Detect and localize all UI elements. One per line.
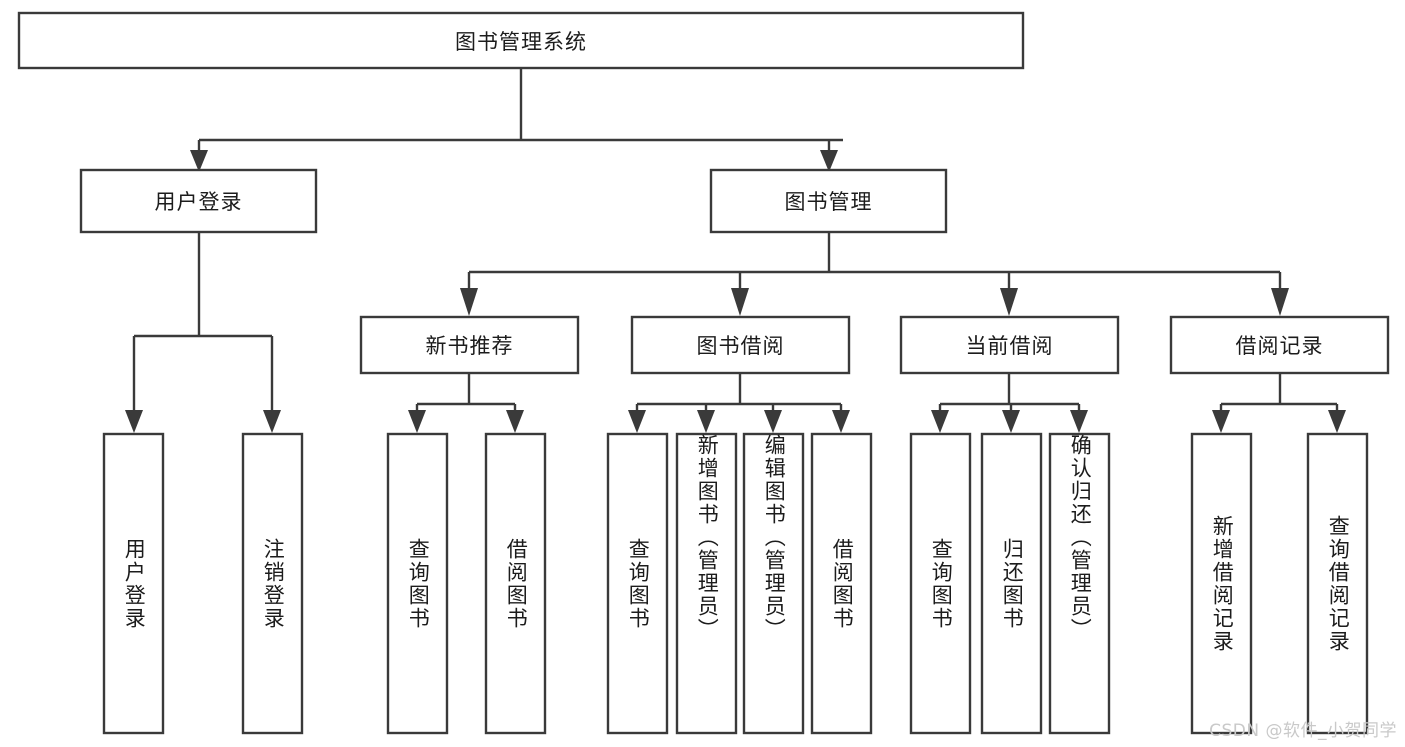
arrow-to-leaf-user-login [125,410,143,433]
connector-borrowrecord-to-bus [1219,373,1339,418]
leaf-box-borrow-book-2[interactable] [810,432,873,735]
leaf-box-logout[interactable] [241,432,304,735]
leaf-box-confirm-return[interactable] [1048,432,1111,735]
leaf-box-query-borrow-record[interactable] [1306,432,1369,735]
arrow-to-leaf-confirm-return [1070,410,1088,433]
arrow-to-leaf-query-record [1328,410,1346,433]
arrow-to-leaf-return-book [1002,410,1020,433]
leaf-box-query-book-1[interactable] [386,432,449,735]
leaf-box-add-book[interactable] [675,432,738,735]
connector-userlogin-to-bus [132,232,274,418]
arrow-to-new-book-rec [460,288,478,316]
arrow-to-book-borrow [731,288,749,316]
connector-bookmanage-to-bus [467,232,1282,295]
leaf-box-return-book[interactable] [980,432,1043,735]
node-borrow-record[interactable] [1169,315,1390,375]
arrow-to-book-manage [820,150,838,172]
node-book-borrow[interactable] [630,315,851,375]
node-root-system[interactable] [17,11,1025,70]
arrow-to-borrow-record [1271,288,1289,316]
node-box-layer [17,11,1390,735]
leaf-box-borrow-book-1[interactable] [484,432,547,735]
connector-newbookrec-to-bus [415,373,517,418]
leaf-box-user-login[interactable] [102,432,165,735]
arrow-to-leaf-query-book-1 [408,410,426,433]
leaf-box-query-book-2[interactable] [606,432,669,735]
arrow-to-leaf-add-book [697,410,715,433]
connector-layer [125,68,1346,433]
leaf-box-edit-book[interactable] [742,432,805,735]
arrow-to-leaf-logout [263,410,281,433]
connector-bookborrow-to-bus [635,373,843,418]
arrow-to-leaf-borrow-book-2 [832,410,850,433]
arrow-to-leaf-edit-book [764,410,782,433]
leaf-box-query-book-3[interactable] [909,432,972,735]
arrow-to-user-login [190,150,208,172]
node-book-management[interactable] [709,168,948,234]
node-user-login[interactable] [79,168,318,234]
node-current-borrow[interactable] [899,315,1120,375]
arrow-to-leaf-borrow-book-1 [506,410,524,433]
arrow-to-current-borrow [1000,288,1018,316]
arrow-to-leaf-query-book-2 [628,410,646,433]
node-new-book-recommend[interactable] [359,315,580,375]
arrow-to-leaf-add-record [1212,410,1230,433]
leaf-box-add-borrow-record[interactable] [1190,432,1253,735]
arrow-to-leaf-query-book-3 [931,410,949,433]
connector-root-to-bus [197,68,843,155]
csdn-watermark: CSDN @软件_小贺同学 [1209,721,1397,741]
